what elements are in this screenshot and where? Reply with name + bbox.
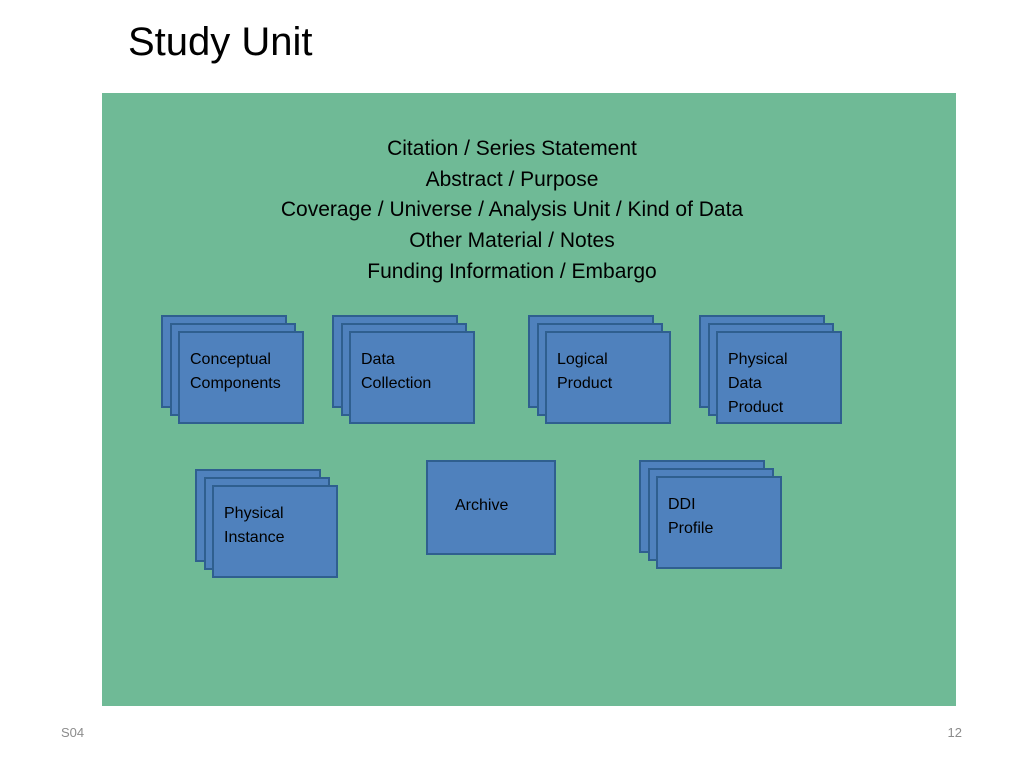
component-label: Logical Product: [557, 351, 613, 392]
component-label: Conceptual Components: [190, 351, 281, 392]
conceptual-components-box: Conceptual Components: [178, 331, 304, 424]
header-line: Citation / Series Statement: [387, 137, 637, 160]
ddi-profile-box: DDI Profile: [656, 476, 782, 569]
study-unit-header-text: Citation / Series Statement Abstract / P…: [0, 134, 1024, 288]
slide-title: Study Unit: [128, 20, 313, 64]
logical-product-box: Logical Product: [545, 331, 671, 424]
component-label: Physical Data Product: [728, 351, 788, 416]
component-label: Data Collection: [361, 351, 432, 392]
physical-instance-box: Physical Instance: [212, 485, 338, 578]
header-line: Other Material / Notes: [409, 229, 615, 253]
data-collection-box: Data Collection: [349, 331, 475, 424]
slide-number: 12: [947, 725, 962, 740]
header-line: Coverage / Universe / Analysis Unit / Ki…: [280, 198, 744, 222]
header-line: Abstract / Purpose: [425, 167, 599, 191]
header-line: Funding Information / Embargo: [367, 259, 657, 283]
component-label: Physical Instance: [224, 505, 285, 546]
footer-section-code: S04: [61, 725, 85, 740]
component-label: DDI Profile: [668, 496, 714, 537]
component-label: Archive: [455, 497, 509, 514]
archive-box: Archive: [426, 460, 556, 555]
physical-data-product-box: Physical Data Product: [716, 331, 842, 424]
